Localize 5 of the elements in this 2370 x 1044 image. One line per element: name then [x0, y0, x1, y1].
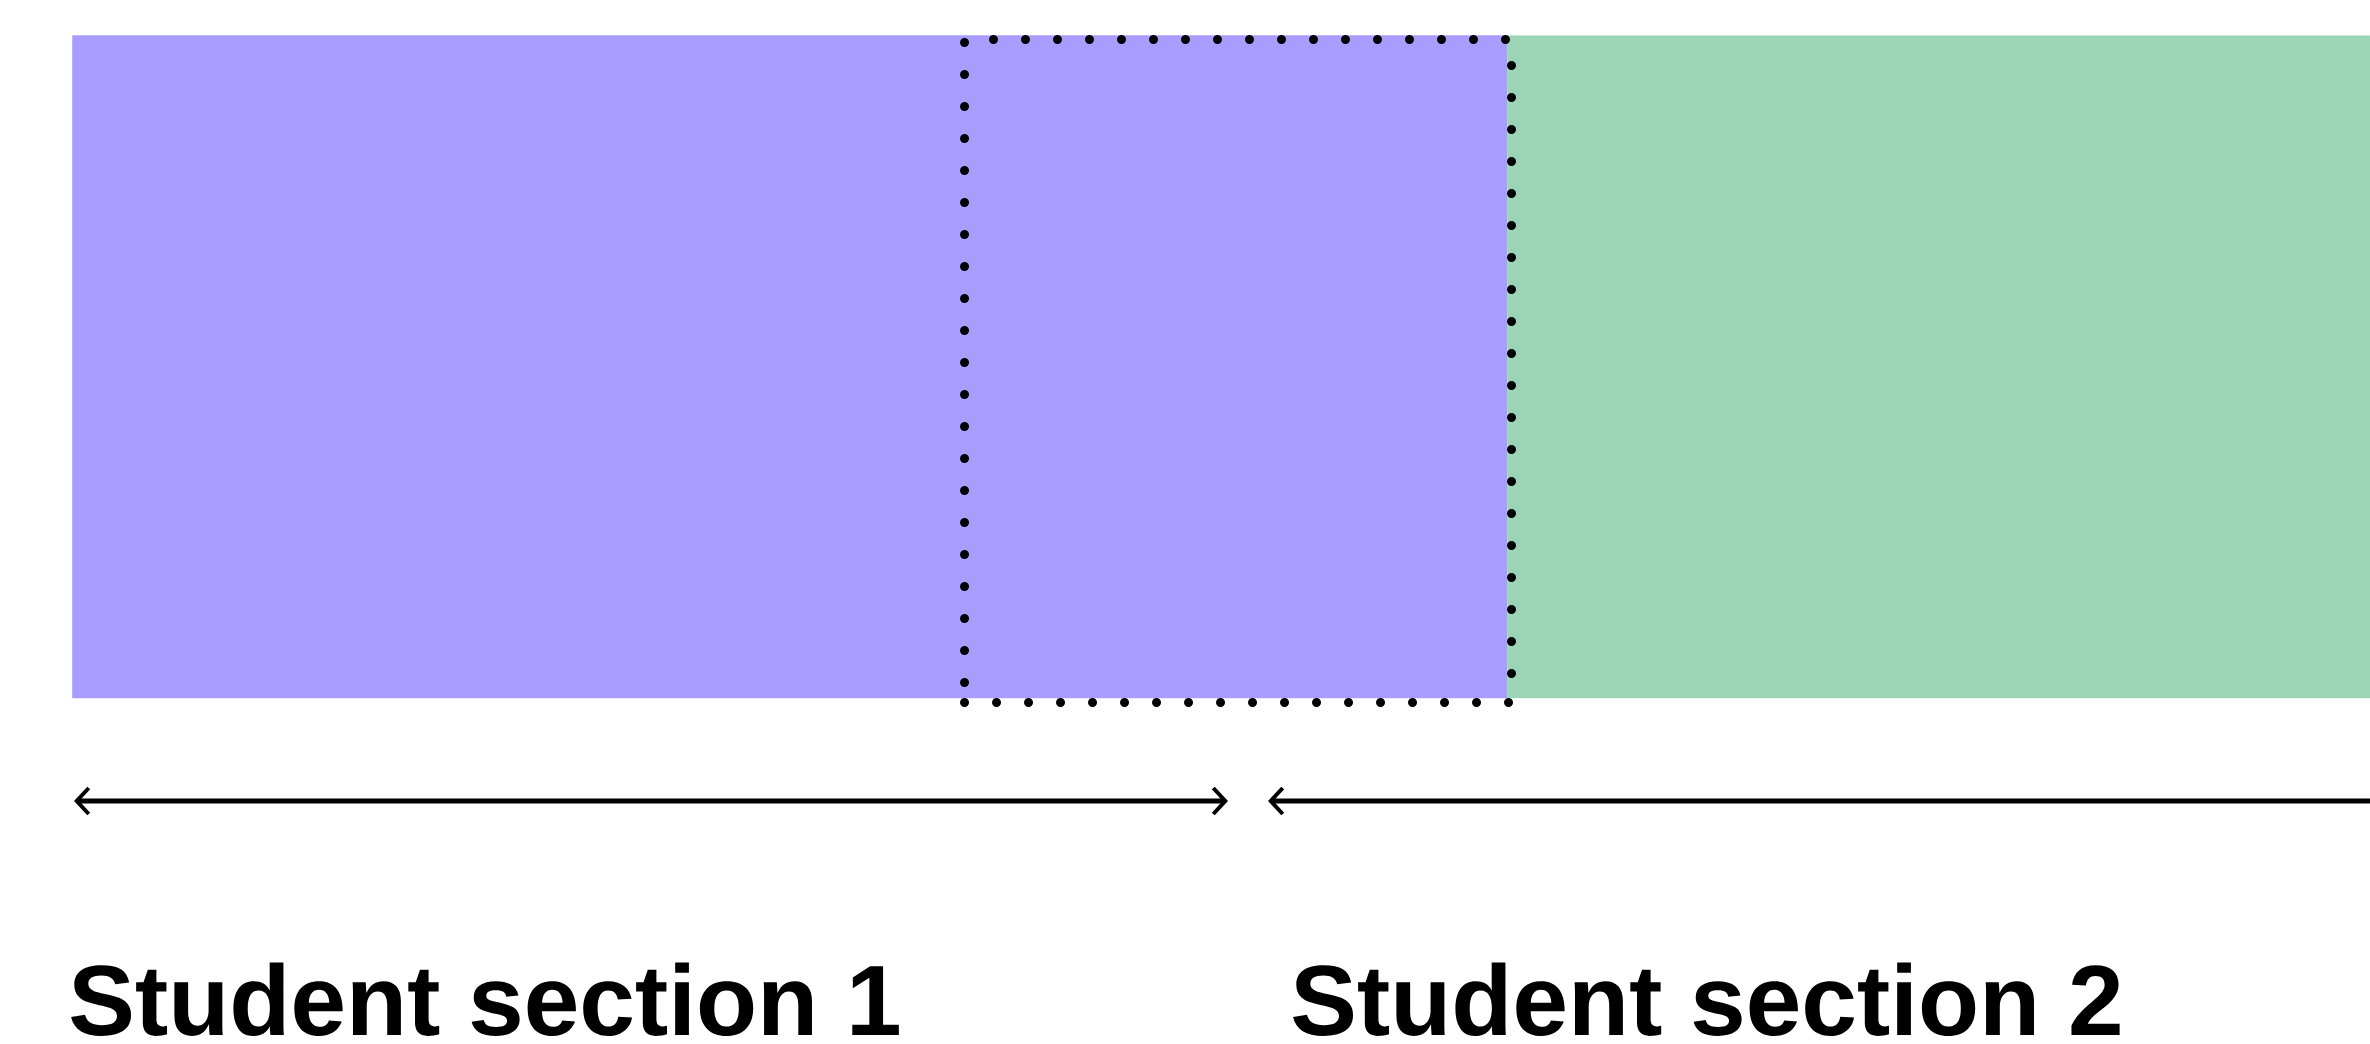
section-band	[1507, 35, 2370, 699]
overlap-box	[960, 35, 1516, 707]
section-band	[72, 35, 1508, 699]
section-label: Student section 2	[1293, 962, 2120, 1036]
section-label: Student section 1	[71, 962, 899, 1036]
